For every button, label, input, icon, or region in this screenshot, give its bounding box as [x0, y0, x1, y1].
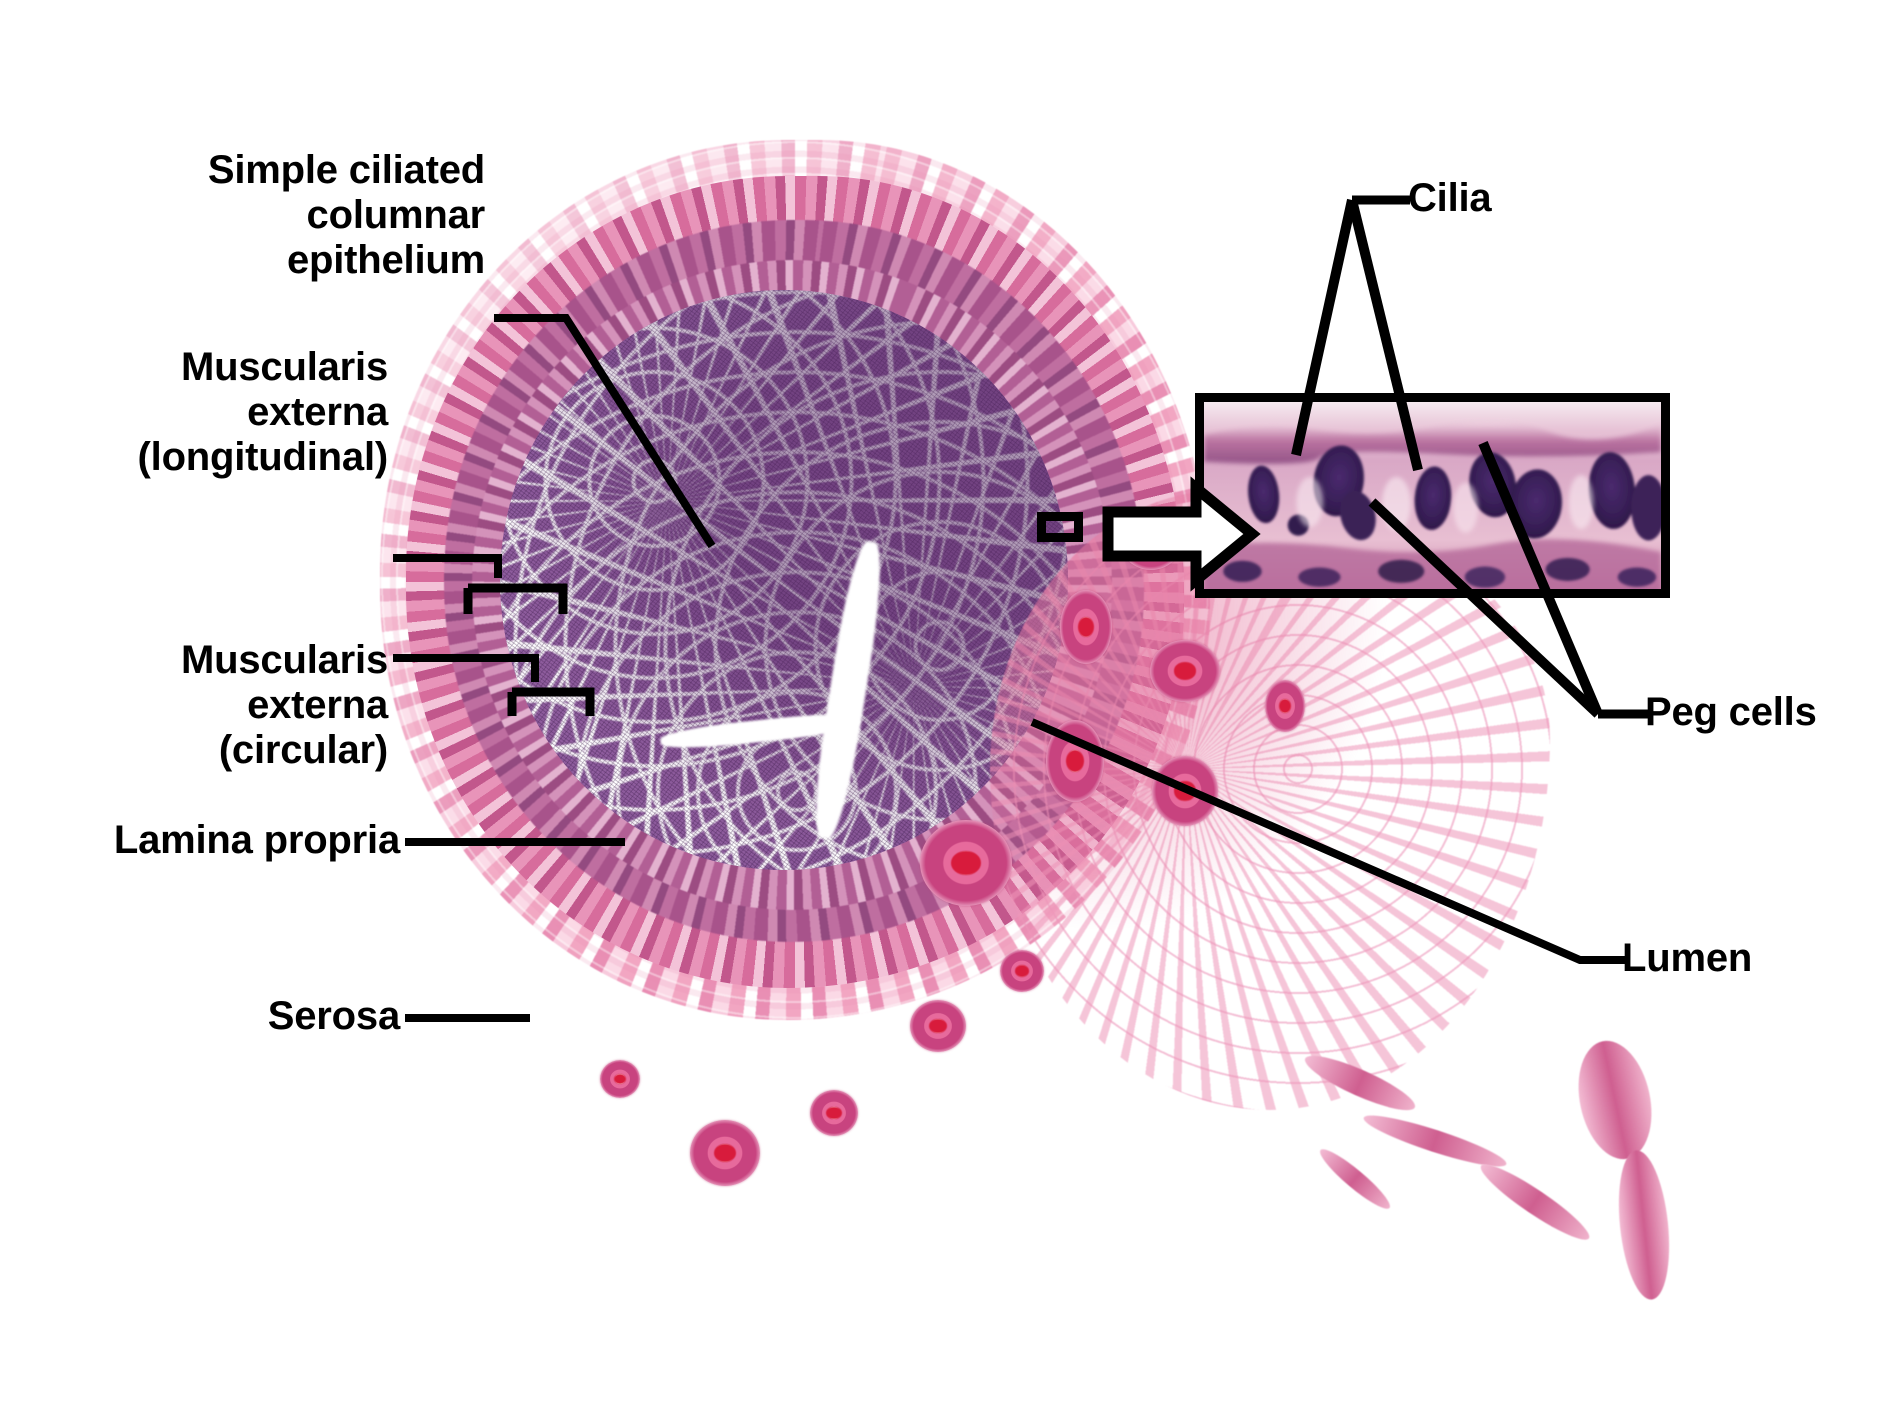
blood-vessel: [1150, 640, 1220, 702]
blood-vessel: [910, 1000, 966, 1052]
label-cilia: Cilia: [1408, 176, 1492, 220]
blood-vessel: [690, 1120, 760, 1186]
label-muscularis-externa-circular: Muscularis externa (circular): [181, 638, 388, 773]
mucosa-shading: [500, 290, 1068, 870]
label-serosa: Serosa: [267, 994, 400, 1038]
blood-vessel: [1152, 756, 1218, 826]
blood-vessel: [920, 820, 1012, 906]
label-lumen: Lumen: [1622, 936, 1753, 980]
blood-vessel: [1120, 512, 1182, 570]
fibrous-strand: [1612, 1147, 1676, 1303]
label-muscularis-externa-longitudinal: Muscularis externa (longitudinal): [137, 345, 389, 480]
blood-vessel: [600, 1060, 640, 1098]
label-simple-ciliated-columnar-epithelium: Simple ciliated columnar epithelium: [207, 148, 485, 283]
blood-vessel: [1060, 590, 1112, 664]
satellite-vessels-group: [480, 940, 1100, 1220]
fibrous-strands-group: [1290, 1000, 1760, 1330]
fibrous-strand: [1568, 1034, 1662, 1166]
mucosal-plicae-labyrinth: [500, 290, 1068, 870]
blood-vessel: [1000, 950, 1044, 992]
label-lamina-propria: Lamina propria: [113, 818, 400, 862]
blood-vessel: [810, 1090, 858, 1136]
blood-vessel: [1046, 720, 1104, 802]
inset-epithelium-image: [1204, 402, 1661, 589]
region-of-interest-marker: [1037, 512, 1083, 542]
magnified-epithelium-inset: [1195, 393, 1670, 598]
oviduct-cross-section-photomicrograph: [360, 120, 1676, 1303]
fibrous-strand: [1314, 1143, 1396, 1215]
blood-vessel: [1265, 680, 1305, 732]
label-peg-cells: Peg cells: [1645, 690, 1817, 734]
fibrous-strand: [1299, 1046, 1421, 1120]
fibrous-strand: [1474, 1155, 1596, 1249]
